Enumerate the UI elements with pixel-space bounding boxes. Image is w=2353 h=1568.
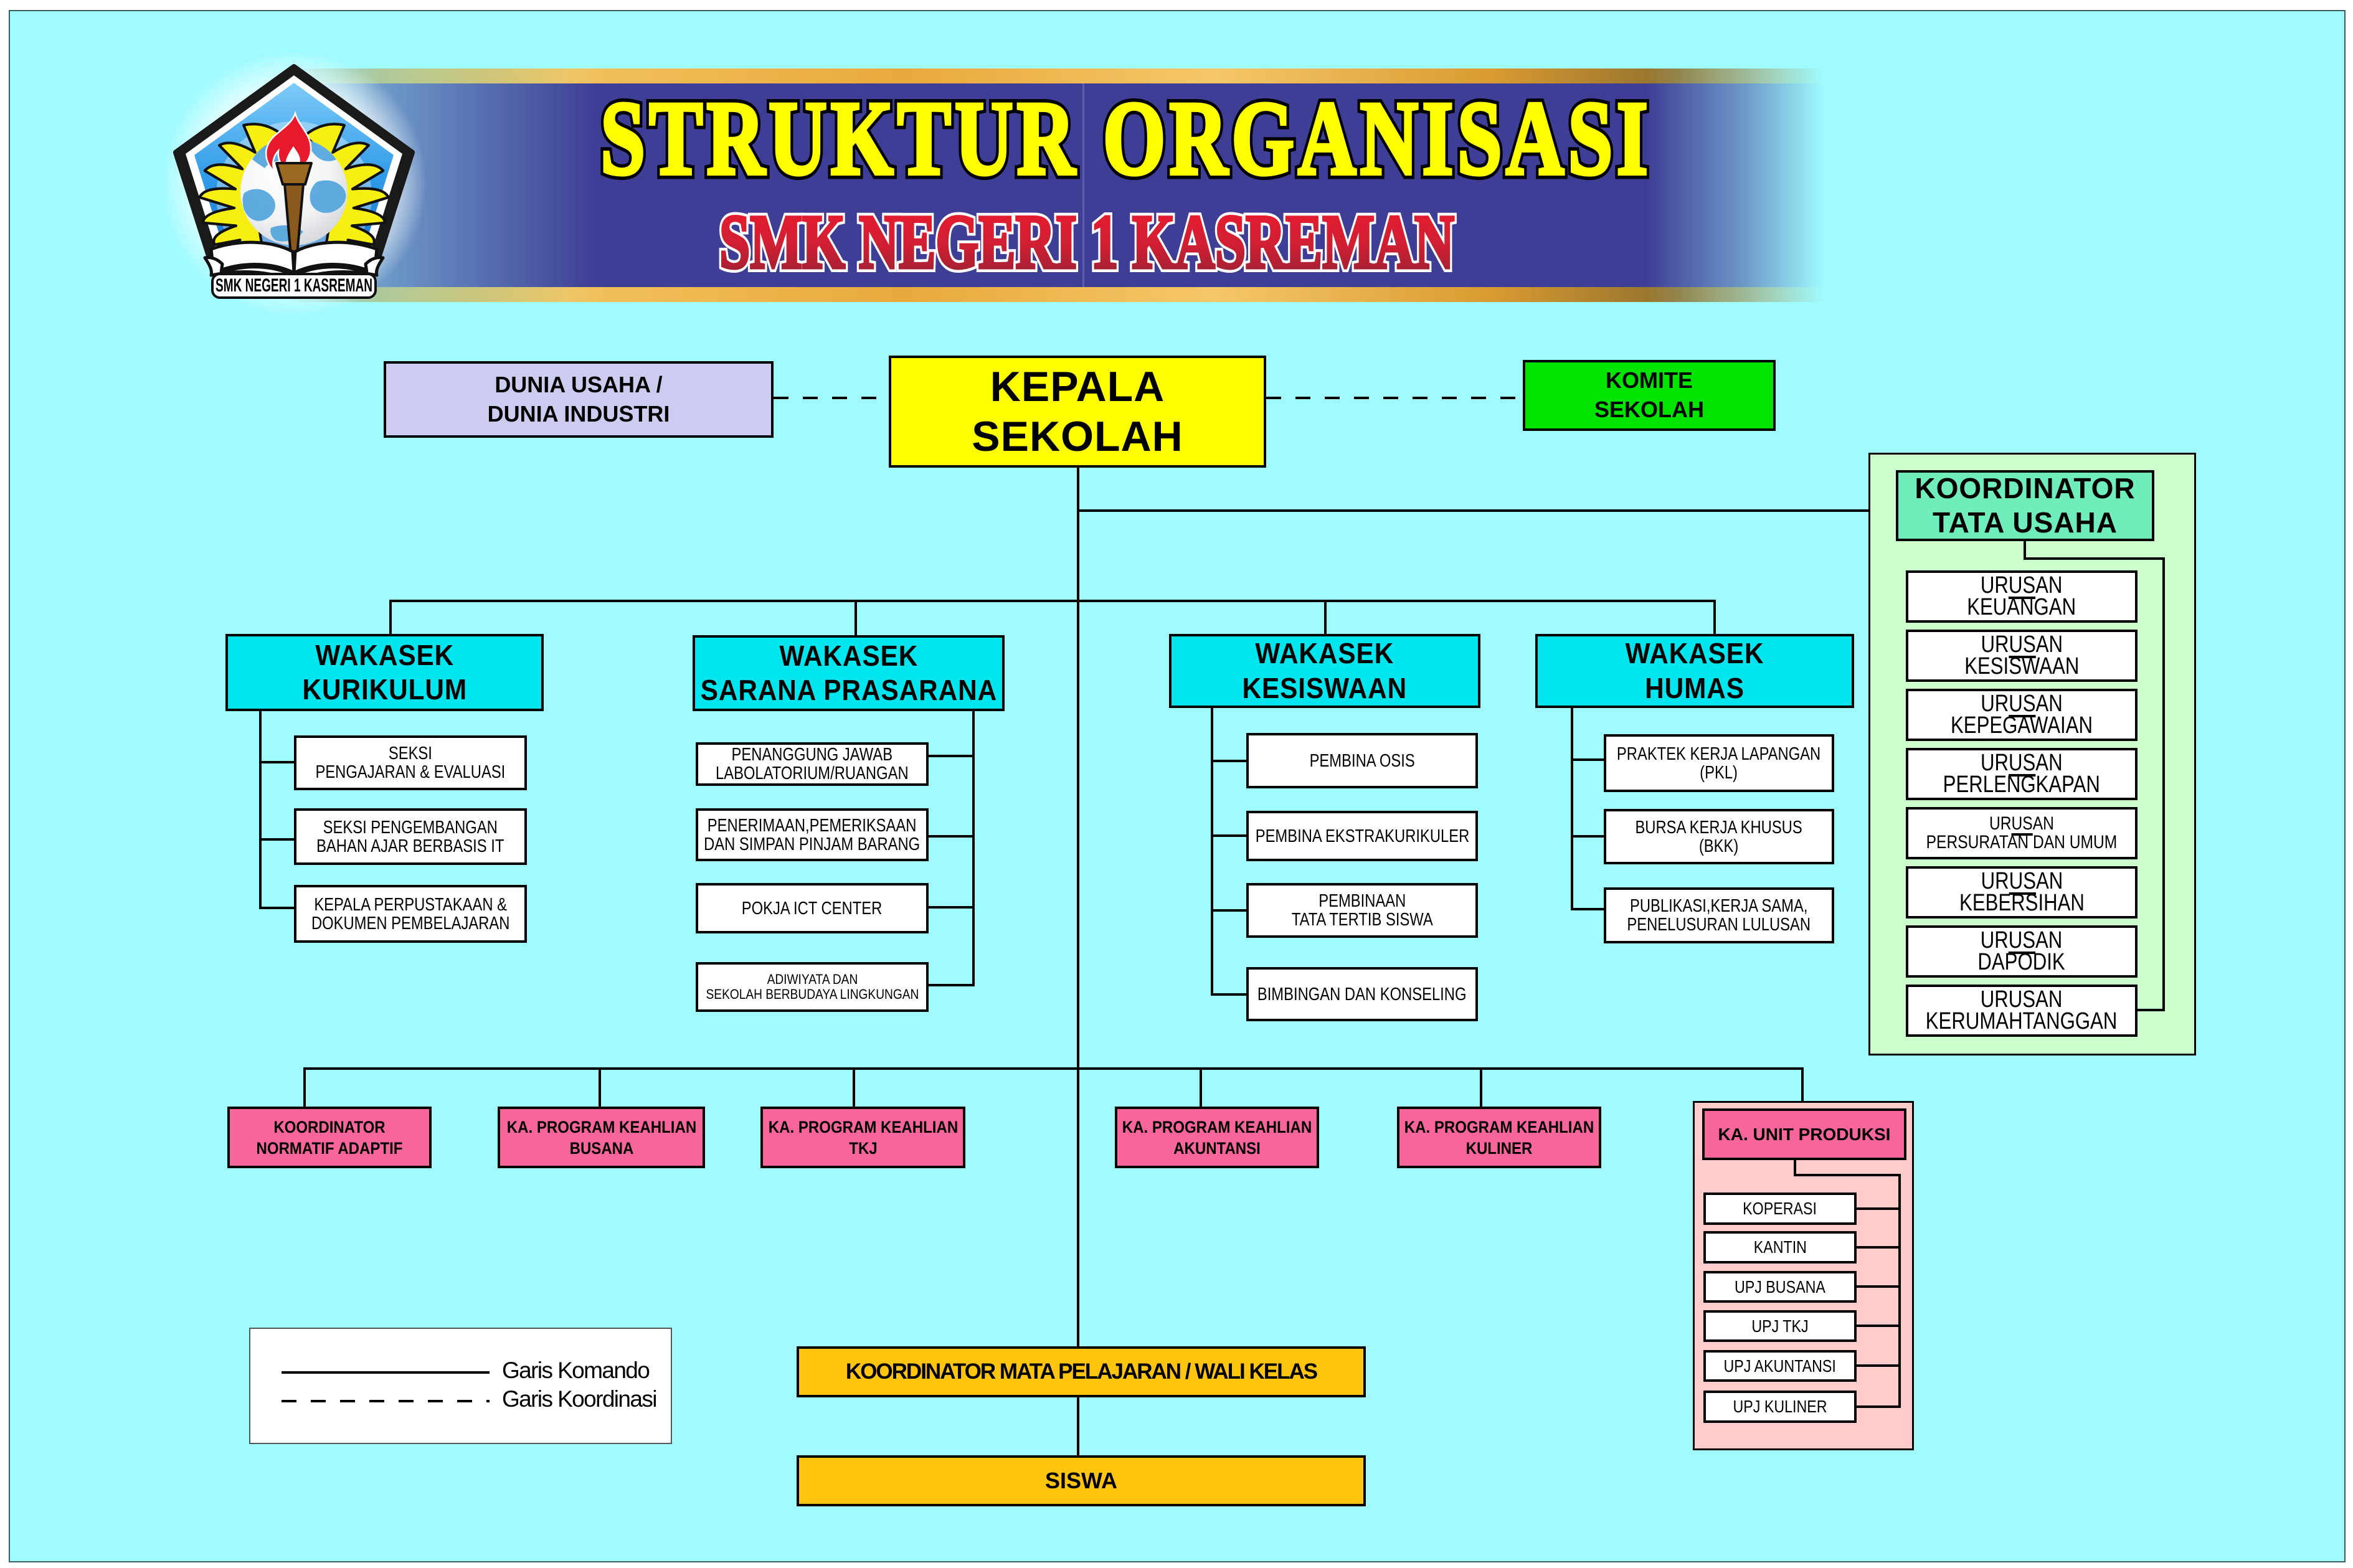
svg-text:SMK NEGERI 1 KASREMAN: SMK NEGERI 1 KASREMAN: [215, 275, 372, 296]
svg-text:SMK NEGERI 1 KASREMAN: SMK NEGERI 1 KASREMAN: [719, 199, 1454, 285]
svg-text:STRUKTUR ORGANISASI: STRUKTUR ORGANISASI: [600, 80, 1652, 197]
svg-text:STRUKTUR ORGANISASI: STRUKTUR ORGANISASI: [600, 80, 1652, 197]
svg-text:SMK NEGERI 1 KASREMAN: SMK NEGERI 1 KASREMAN: [719, 199, 1454, 285]
